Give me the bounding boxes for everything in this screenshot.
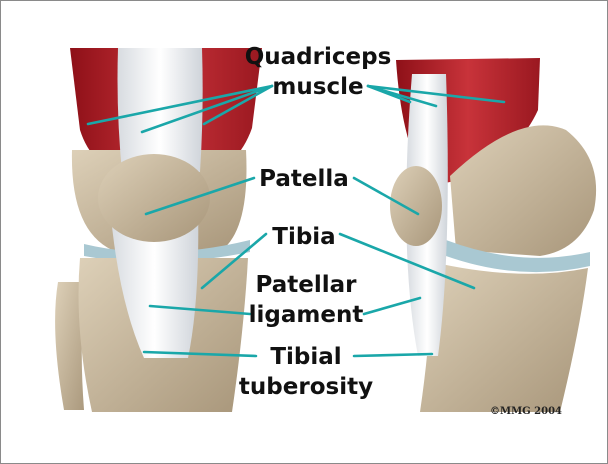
label-patellar-line1: Patellar [256,272,358,298]
side-tibia [420,262,588,412]
side-patella [390,166,442,246]
label-tibial-line2: tuberosity [239,374,373,400]
front-view-knee [55,48,262,412]
label-quadriceps-line1: Quadriceps [245,44,392,70]
copyright-notice: ©MMG 2004 [490,406,562,417]
label-quadriceps-line2: muscle [272,74,363,100]
label-patellar-line2: ligament [249,302,364,328]
label-tibia: Tibia [272,224,335,250]
label-tibial-line1: Tibial [270,344,341,370]
label-patella: Patella [259,166,349,192]
side-view-knee [390,58,596,412]
